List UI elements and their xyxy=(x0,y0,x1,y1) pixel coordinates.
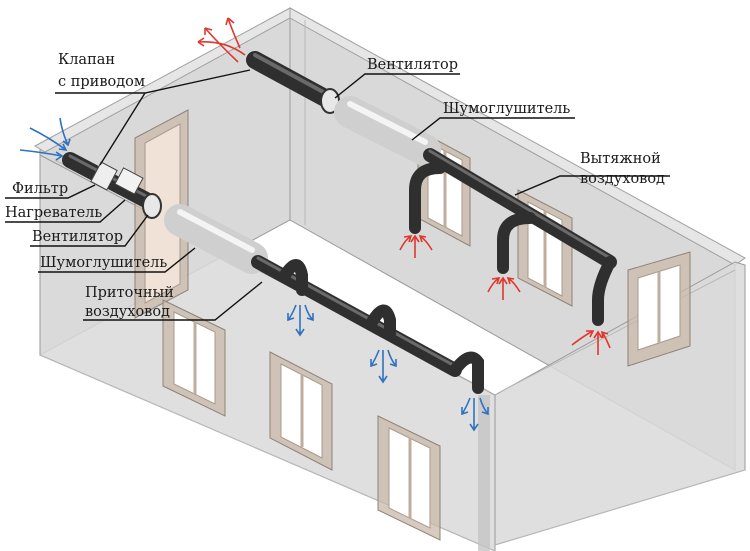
label-valve-line2: с приводом xyxy=(58,74,145,90)
leader-lines xyxy=(5,69,670,321)
right-wall-inner-edge xyxy=(499,269,736,393)
label-exhaust-duct-line1: Вытяжной xyxy=(580,151,661,167)
exhaust-outlet-pipe xyxy=(246,51,334,107)
exhaust-drop-3 xyxy=(592,256,616,326)
exhaust-muffler xyxy=(334,96,441,166)
leader-fan-supply xyxy=(30,214,149,247)
label-supply-duct-line2: воздуховод xyxy=(85,304,170,320)
leader-exhaust-duct xyxy=(514,175,670,196)
exhaust-arrows-intake-2 xyxy=(487,276,521,300)
label-exhaust-duct-line2: воздуховод xyxy=(580,171,665,187)
supply-duct xyxy=(251,255,462,377)
exhaust-arrows-intake-1 xyxy=(399,234,433,258)
label-muffler-exhaust: Шумоглушитель xyxy=(443,101,570,117)
leader-filter xyxy=(5,184,96,199)
exhaust-drop-1 xyxy=(409,162,446,234)
left-wall-top xyxy=(33,7,291,153)
supply-arrows-outlet-2 xyxy=(370,349,397,384)
exhaust-system xyxy=(197,17,617,355)
label-supply-duct-line1: Приточный xyxy=(85,285,174,301)
label-heater: Нагреватель xyxy=(5,205,102,221)
exhaust-arrows-outlet xyxy=(197,17,246,63)
supply-arrows-outlet-3 xyxy=(461,397,489,432)
window-front-3 xyxy=(377,415,441,541)
heater-unit xyxy=(114,167,144,195)
door xyxy=(134,109,189,319)
leader-fan-exhaust xyxy=(334,73,460,99)
leader-muffler-supply xyxy=(38,247,196,273)
supply-riser-1 xyxy=(279,259,308,296)
leader-supply-duct xyxy=(83,281,263,321)
exhaust-arrows-intake-3 xyxy=(571,330,611,355)
label-valve-line1: Клапан xyxy=(58,52,115,68)
supply-arrows-intake xyxy=(19,117,71,161)
label-muffler-supply: Шумоглушитель xyxy=(40,255,167,271)
front-corner-post xyxy=(478,395,490,551)
leader-heater xyxy=(5,199,126,223)
supply-fan xyxy=(142,193,162,219)
filter-unit xyxy=(90,161,118,191)
leader-muffler-exhaust xyxy=(411,117,575,141)
supply-muffler xyxy=(164,204,268,274)
leader-valve-supply xyxy=(99,92,146,166)
label-fan-supply: Вентилятор xyxy=(32,229,123,245)
floor-edge-right xyxy=(494,469,746,546)
supply-arrows-outlet-1 xyxy=(287,304,314,337)
window-front-2 xyxy=(269,351,333,471)
supply-system xyxy=(19,117,489,432)
labels: Клапан с приводом Фильтр Нагреватель Вен… xyxy=(5,52,665,320)
label-fan-exhaust: Вентилятор xyxy=(367,57,458,73)
window-right-end xyxy=(627,251,691,367)
label-filter: Фильтр xyxy=(12,181,68,197)
supply-drop-3 xyxy=(449,351,484,394)
exhaust-duct xyxy=(423,148,617,269)
exhaust-drop-2 xyxy=(497,212,536,274)
supply-riser-2 xyxy=(366,304,396,341)
